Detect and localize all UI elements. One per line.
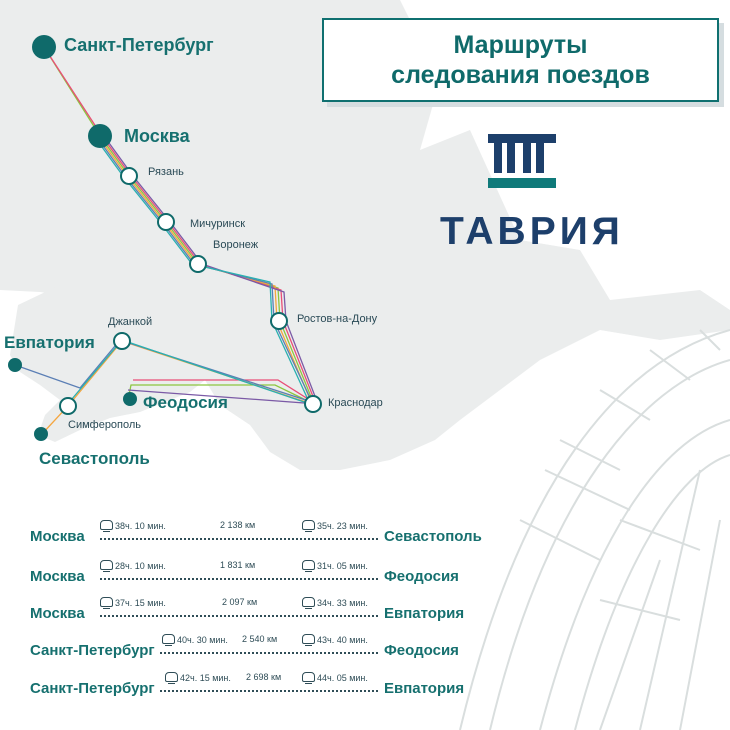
route-line-4	[14, 135, 314, 404]
route-distance: 2 097 км	[222, 597, 258, 607]
route-origin: Санкт-Петербург	[30, 642, 155, 659]
route-time-forward-text: 40ч. 30 мин.	[177, 635, 228, 645]
route-time-forward: 42ч. 15 мин.	[165, 672, 231, 684]
train-icon	[302, 634, 315, 646]
city-label-feodosia: Феодосия	[143, 393, 228, 412]
station-simferopol-marker	[59, 397, 77, 415]
route-time-return: 31ч. 05 мин.	[302, 560, 368, 572]
train-icon	[100, 520, 113, 532]
route-dotted-line	[100, 615, 378, 617]
route-time-return-text: 31ч. 05 мин.	[317, 561, 368, 571]
route-time-forward: 38ч. 10 мин.	[100, 520, 166, 532]
route-line-3	[41, 135, 314, 435]
route-time-return: 34ч. 33 мин.	[302, 597, 368, 609]
route-row: Москва 37ч. 15 мин. 2 097 км 34ч. 33 мин. Ев…	[0, 597, 730, 622]
train-icon	[302, 672, 315, 684]
city-label-evpatoria: Евпатория	[4, 333, 95, 352]
title-line-2: следования поездов	[391, 61, 650, 89]
route-time-forward-text: 42ч. 15 мин.	[180, 673, 231, 683]
train-icon	[302, 597, 315, 609]
stop-label-voronezh: Воронеж	[213, 239, 259, 251]
stop-label-michurinsk: Мичуринск	[190, 218, 246, 230]
route-line-5	[103, 135, 319, 405]
stop-label-dzhankoy: Джанкой	[108, 316, 153, 328]
route-dotted-line	[160, 652, 378, 654]
route-time-forward: 28ч. 10 мин.	[100, 560, 166, 572]
route-row: Москва 28ч. 10 мин. 1 831 км 31ч. 05 мин. Фе…	[0, 560, 730, 585]
tavria-logo-icon	[488, 134, 556, 188]
route-dotted-line	[160, 690, 378, 692]
station-rostov-marker	[270, 312, 288, 330]
train-icon	[302, 520, 315, 532]
city-label-moscow: Москва	[124, 126, 190, 146]
brand-name: ТАВРИЯ	[440, 210, 624, 253]
route-time-return: 35ч. 23 мин.	[302, 520, 368, 532]
route-time-return: 43ч. 40 мин.	[302, 634, 368, 646]
train-icon	[100, 560, 113, 572]
city-label-sevastopol: Севастополь	[39, 449, 150, 468]
route-row: Санкт-Петербург 40ч. 30 мин. 2 540 км 43ч. …	[0, 634, 730, 659]
route-time-return-text: 43ч. 40 мин.	[317, 635, 368, 645]
route-line-6	[65, 135, 312, 407]
route-origin: Санкт-Петербург	[30, 680, 155, 697]
city-label-spb: Санкт-Петербург	[64, 35, 214, 55]
station-krasnodar-marker	[304, 395, 322, 413]
route-origin: Москва	[30, 605, 85, 622]
route-row: Санкт-Петербург 42ч. 15 мин. 2 698 км 44ч. …	[0, 672, 730, 697]
train-icon	[302, 560, 315, 572]
route-time-return-text: 34ч. 33 мин.	[317, 598, 368, 608]
route-distance: 1 831 км	[220, 560, 256, 570]
bridge-illustration	[459, 329, 730, 730]
station-moscow-marker	[88, 124, 112, 148]
route-line-1	[43, 46, 316, 406]
train-icon	[162, 634, 175, 646]
route-time-forward-text: 37ч. 15 мин.	[115, 598, 166, 608]
station-voronezh-marker	[189, 255, 207, 273]
route-time-return: 44ч. 05 мин.	[302, 672, 368, 684]
station-evpatoria-marker	[8, 358, 22, 372]
title-box: Маршруты следования поездов	[322, 18, 719, 102]
route-time-forward-text: 28ч. 10 мин.	[115, 561, 166, 571]
station-feodosia-marker	[123, 392, 137, 406]
route-distance: 2 540 км	[242, 634, 278, 644]
route-time-forward-text: 38ч. 10 мин.	[115, 521, 166, 531]
route-destination: Феодосия	[384, 642, 459, 659]
route-distance: 2 698 км	[246, 672, 282, 682]
route-dotted-line	[100, 538, 378, 540]
station-michurinsk-marker	[157, 213, 175, 231]
stations	[8, 35, 322, 441]
station-ryazan-marker	[120, 167, 138, 185]
route-lines	[14, 46, 319, 435]
stop-label-rostov: Ростов-на-Дону	[297, 313, 378, 325]
route-time-forward: 40ч. 30 мин.	[162, 634, 228, 646]
title-line-1: Маршруты	[453, 31, 588, 59]
train-icon	[165, 672, 178, 684]
stop-label-krasnodar: Краснодар	[328, 397, 383, 409]
route-destination: Феодосия	[384, 568, 459, 585]
route-origin: Москва	[30, 528, 85, 545]
station-sevastopol-marker	[34, 427, 48, 441]
route-time-forward: 37ч. 15 мин.	[100, 597, 166, 609]
route-destination: Севастополь	[384, 528, 482, 545]
stop-label-simferopol: Симферополь	[68, 419, 142, 431]
stop-label-ryazan: Рязань	[148, 166, 184, 178]
train-icon	[100, 597, 113, 609]
station-spb-marker	[32, 35, 56, 59]
route-destination: Евпатория	[384, 680, 465, 697]
route-distance: 2 138 км	[220, 520, 256, 530]
route-row: Москва 38ч. 10 мин. 2 138 км 35ч. 23 мин. Се…	[0, 520, 730, 545]
route-destination: Евпатория	[384, 605, 465, 622]
route-dotted-line	[100, 578, 378, 580]
route-origin: Москва	[30, 568, 85, 585]
station-dzhankoy-marker	[113, 332, 131, 350]
route-time-return-text: 44ч. 05 мин.	[317, 673, 368, 683]
route-time-return-text: 35ч. 23 мин.	[317, 521, 368, 531]
